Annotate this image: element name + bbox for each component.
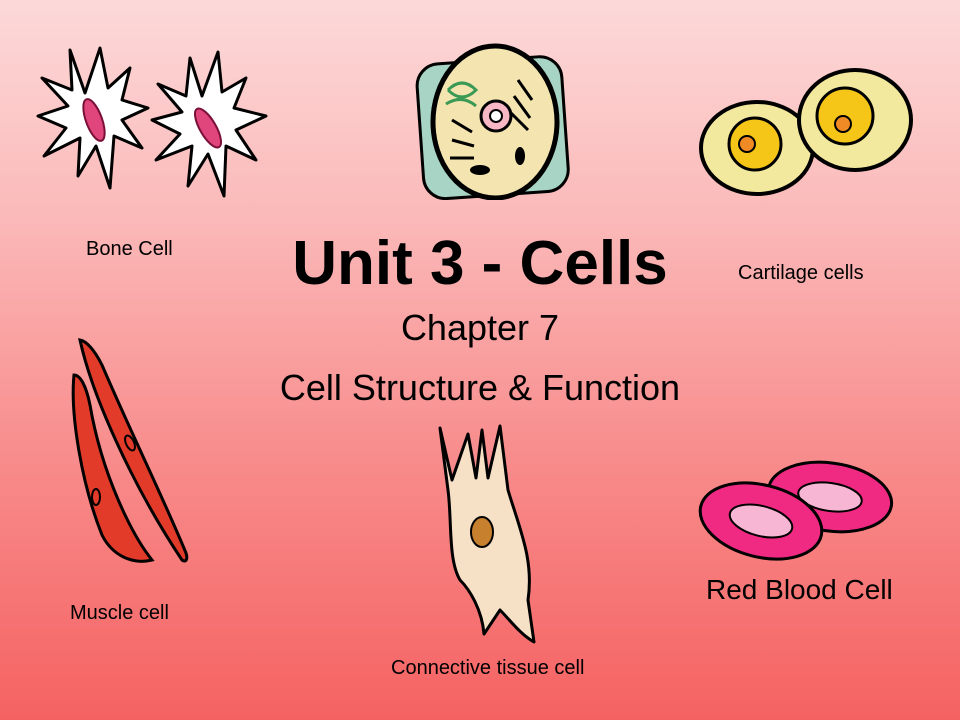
red-blood-cell-label: Red Blood Cell: [706, 574, 893, 605]
chapter-subtitle: Chapter 7: [400, 307, 560, 348]
connective-tissue-cell-icon: [438, 424, 536, 644]
animal-cell-icon: [415, 43, 570, 200]
muscle-cell-icon: [71, 338, 189, 563]
connective-tissue-cell-label: Connective tissue cell: [391, 657, 585, 679]
bone-cell-label: Bone Cell: [86, 238, 173, 260]
bone-cell-icon: [36, 46, 268, 198]
muscle-cell-label: Muscle cell: [70, 602, 169, 624]
red-blood-cell-icon: [698, 460, 894, 561]
cartilage-cells-label: Cartilage cells: [738, 262, 864, 284]
slide-title: Unit 3 - Cells: [292, 229, 668, 298]
cartilage-cells-icon: [699, 68, 913, 196]
chapter-name-subtitle: Cell Structure & Function: [279, 367, 681, 408]
